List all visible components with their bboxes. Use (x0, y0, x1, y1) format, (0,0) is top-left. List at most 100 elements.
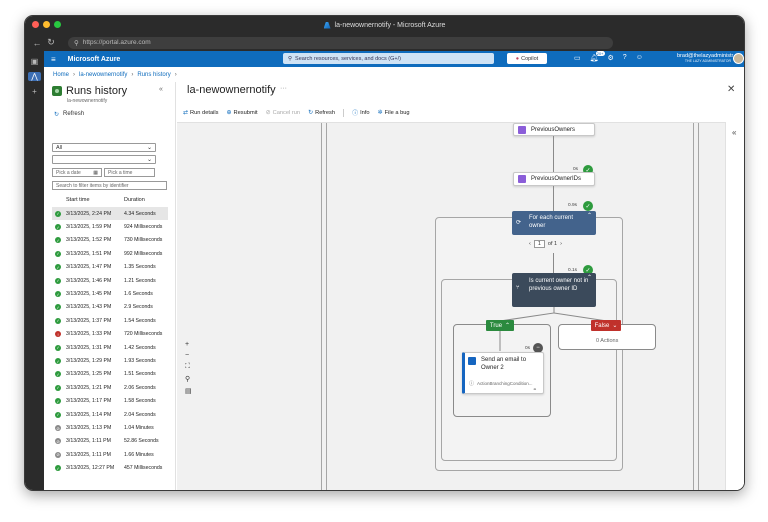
cancel-run-button[interactable]: ⊘Cancel run (266, 109, 301, 117)
site-info-icon[interactable]: ⚲ (74, 39, 79, 47)
breadcrumb-home[interactable]: Home (53, 72, 70, 78)
skipped-status-icon: − (533, 343, 543, 353)
zoom-search-icon[interactable]: ⚲ (185, 376, 191, 383)
minimize-window-button[interactable] (43, 21, 50, 28)
back-arrow-icon[interactable]: ← (32, 37, 42, 48)
true-branch-header[interactable]: True ⌃ (486, 320, 514, 331)
previous-owners-action[interactable]: PreviousOwners (513, 123, 595, 136)
connector-line (553, 136, 554, 172)
avatar[interactable] (733, 53, 744, 64)
zoom-in-icon[interactable]: + (185, 341, 190, 348)
file-bug-button[interactable]: ✲File a bug (378, 109, 410, 117)
search-icon: ⚲ (288, 55, 293, 62)
global-search-input[interactable]: ⚲ Search resources, services, and docs (… (283, 53, 494, 64)
run-duration: 2.06 Seconds (124, 384, 156, 391)
breadcrumb-logic-app[interactable]: la-newownernotify (79, 72, 128, 78)
feedback-icon[interactable]: ☺︎ (635, 54, 643, 61)
condition-action[interactable]: ⑂ Is current owner not in previous owner… (512, 273, 596, 307)
run-start-time: 3/13/2025, 1:52 PM (66, 237, 112, 244)
settings-gear-icon[interactable]: ⚙︎ (607, 55, 614, 62)
cloud-shell-icon[interactable]: ▭ (574, 55, 581, 62)
copilot-button[interactable]: ● Copilot (507, 53, 547, 64)
refresh-button[interactable]: ↻Refresh (308, 109, 335, 117)
sidebar-toggle-icon[interactable]: ▣ (30, 57, 39, 66)
user-name: brad@thelazyadministr... (677, 53, 738, 59)
chevron-up-icon[interactable]: ⌃ (586, 275, 592, 281)
run-duration: 4.34 Seconds (124, 210, 156, 217)
for-each-current-owner[interactable]: ⟳ For each current owner ⌃ (512, 211, 596, 235)
maximize-window-button[interactable] (54, 21, 61, 28)
chevron-up-icon[interactable]: ⌃ (586, 213, 592, 219)
more-options-icon[interactable]: ··· (280, 85, 287, 92)
close-window-button[interactable] (32, 21, 39, 28)
run-status-ok-icon: ✓ (55, 224, 61, 231)
status-filter-select[interactable]: All ⌄ (52, 143, 156, 152)
notifications-icon[interactable]: 🔔︎20+ (589, 51, 605, 62)
reload-icon[interactable]: ↻ (47, 37, 55, 47)
secondary-filter-select[interactable]: ⌄ (52, 155, 156, 164)
azure-tab-icon[interactable]: ⋀ (28, 72, 41, 81)
previous-owner-ids-action[interactable]: PreviousOwnerIDs (513, 172, 595, 186)
refresh-runs-button[interactable]: ↻ Refresh (54, 111, 84, 118)
run-duration: 730 Milliseconds (124, 237, 163, 244)
breadcrumb-runs-history[interactable]: Runs history (137, 72, 171, 78)
next-page-icon[interactable]: › (560, 241, 562, 247)
previous-page-icon[interactable]: ‹ (529, 241, 531, 247)
workflow-canvas[interactable]: PreviousOwners 0s ✓ PreviousOwnerIDs 0.9… (177, 122, 725, 490)
start-date-input[interactable]: Pick a date ▦ (52, 168, 102, 177)
column-header-start-time[interactable]: Start time (66, 197, 90, 203)
run-duration: 1.42 Seconds (124, 344, 156, 351)
run-details-button[interactable]: ⇄Run details (183, 109, 219, 117)
logic-app-icon (52, 86, 62, 96)
user-account[interactable]: brad@thelazyadministr... THE LAZY ADMINI… (677, 53, 738, 63)
close-icon[interactable]: ✕ (727, 84, 736, 95)
collapse-panel-icon[interactable]: « (159, 86, 163, 93)
status-filter-value: All (56, 144, 63, 151)
page-number-input[interactable]: 1 (533, 240, 545, 248)
false-branch-header[interactable]: False ⌄ (591, 320, 621, 331)
run-duration: 720 Milliseconds (124, 331, 163, 338)
tab-title[interactable]: la-newownernotify - Microsoft Azure (323, 21, 445, 29)
expand-panel-icon[interactable]: « (732, 128, 737, 137)
column-header-duration[interactable]: Duration (124, 197, 145, 203)
zoom-out-icon[interactable]: − (185, 352, 190, 359)
help-icon[interactable]: ? (622, 54, 627, 61)
email-run-after-note: ActionBranchingCondition... (477, 381, 533, 386)
hamburger-menu-icon[interactable]: ≡ (51, 54, 56, 64)
azure-brand[interactable]: Microsoft Azure (67, 55, 121, 63)
identifier-search-input[interactable]: Search to filter items by identifier (52, 181, 167, 190)
chevron-up-icon: ⌃ (505, 323, 511, 329)
for-each-duration: 0.9s (568, 203, 578, 208)
start-time-input[interactable]: Pick a time (104, 168, 155, 177)
fit-view-icon[interactable]: ⛶ (185, 363, 190, 370)
previous-owner-ids-label: PreviousOwnerIDs (531, 176, 582, 182)
run-duration: 2.9 Seconds (124, 304, 153, 311)
for-each-pager: ‹ 1 of 1 › (529, 240, 562, 248)
new-tab-icon[interactable]: + (32, 87, 37, 96)
minimap-icon[interactable]: ▤ (185, 388, 192, 395)
address-bar[interactable]: ⚲ https://portal.azure.com (68, 36, 613, 49)
send-email-action[interactable]: Send an email to Owner 2 ⓘ ActionBranchi… (462, 352, 544, 394)
resubmit-button[interactable]: ⊕Resubmit (227, 109, 258, 117)
